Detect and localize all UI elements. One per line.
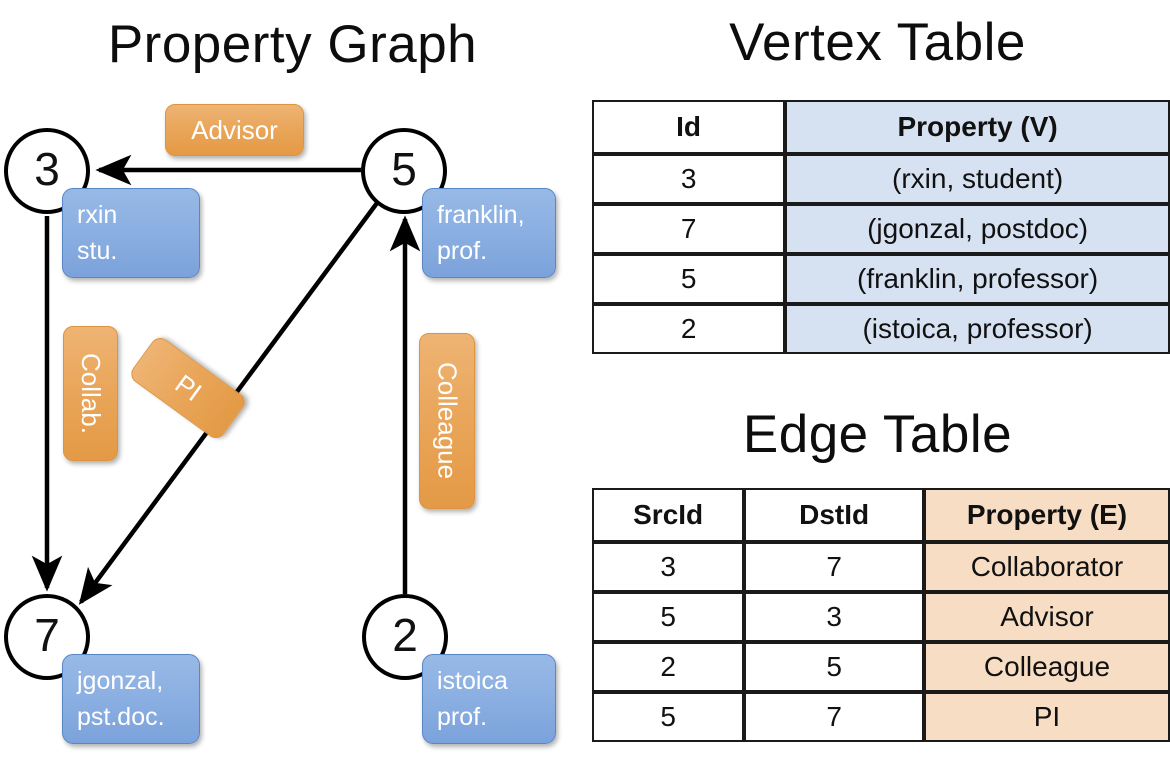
page-title-edge-table: Edge Table	[742, 405, 1013, 464]
edge-table: SrcId DstId Property (E) 3 7 Collaborato…	[592, 488, 1170, 742]
edge-table-header-property: Property (E)	[923, 488, 1170, 542]
vertex-table-header-id: Id	[592, 100, 786, 154]
vertex-cell-property: (istoica, professor)	[785, 304, 1170, 354]
edge-label-advisor-text: Advisor	[191, 114, 278, 145]
edge-cell-src: 2	[592, 642, 745, 692]
edge-label-collab: Collab.	[63, 326, 118, 461]
edge-cell-dst: 7	[744, 692, 924, 742]
edge-cell-src: 5	[592, 592, 745, 642]
graph-node-2[interactable]: 2	[362, 594, 448, 680]
edge-cell-property: Collaborator	[923, 542, 1170, 592]
property-graph-diagram: 3 5 7 2 rxin stu. franklin, prof. jgonza…	[4, 104, 556, 744]
edge-label-pi-text: PI	[169, 368, 208, 407]
page-title-vertex-table: Vertex Table	[729, 13, 1026, 72]
table-row[interactable]: 5 7 PI	[592, 692, 1170, 742]
graph-node-7-label: 7	[34, 609, 60, 661]
vertex-table-header-row: Id Property (V)	[592, 100, 1170, 154]
edge-cell-dst: 7	[744, 542, 924, 592]
edge-label-colleague-text: Colleague	[432, 362, 463, 480]
node-property-jgonzal-line2: pst.doc.	[77, 702, 165, 731]
node-property-jgonzal-line1: jgonzal,	[77, 667, 164, 695]
edge-label-collab-text: Collab.	[76, 353, 106, 434]
edge-table-header-srcid: SrcId	[592, 488, 745, 542]
edge-label-colleague: Colleague	[419, 333, 475, 509]
node-property-box-istoica: istoica prof.	[422, 654, 556, 744]
vertex-cell-property: (jgonzal, postdoc)	[785, 204, 1170, 254]
table-row[interactable]: 7 (jgonzal, postdoc)	[592, 204, 1170, 254]
edge-cell-property: PI	[923, 692, 1170, 742]
node-property-rxin-line1: rxin	[77, 201, 118, 229]
vertex-cell-property: (franklin, professor)	[785, 254, 1170, 304]
vertex-table: Id Property (V) 3 (rxin, student) 7 (jgo…	[592, 100, 1170, 354]
edge-cell-dst: 3	[744, 592, 924, 642]
node-property-istoica-line1: istoica	[437, 667, 508, 695]
vertex-cell-id: 5	[592, 254, 786, 304]
table-row[interactable]: 3 7 Collaborator	[592, 542, 1170, 592]
node-property-franklin-line2: prof.	[437, 236, 488, 265]
edge-cell-property: Advisor	[923, 592, 1170, 642]
node-property-box-franklin: franklin, prof.	[422, 188, 556, 278]
edge-table-header-row: SrcId DstId Property (E)	[592, 488, 1170, 542]
node-property-box-rxin: rxin stu.	[62, 188, 200, 278]
edge-label-advisor: Advisor	[165, 104, 304, 156]
edge-cell-src: 3	[592, 542, 745, 592]
table-row[interactable]: 2 5 Colleague	[592, 642, 1170, 692]
vertex-cell-id: 2	[592, 304, 786, 354]
node-property-box-jgonzal: jgonzal, pst.doc.	[62, 654, 200, 744]
graph-node-3-label: 3	[34, 143, 60, 195]
vertex-cell-id: 7	[592, 204, 786, 254]
table-row[interactable]: 5 3 Advisor	[592, 592, 1170, 642]
edge-cell-dst: 5	[744, 642, 924, 692]
vertex-cell-id: 3	[592, 154, 786, 204]
table-row[interactable]: 5 (franklin, professor)	[592, 254, 1170, 304]
node-property-istoica-line2: prof.	[437, 702, 488, 731]
graph-node-5-label: 5	[391, 143, 417, 195]
graph-node-2-label: 2	[392, 609, 418, 661]
edge-cell-property: Colleague	[923, 642, 1170, 692]
page-title-property-graph: Property Graph	[107, 15, 478, 74]
table-row[interactable]: 2 (istoica, professor)	[592, 304, 1170, 354]
node-property-rxin-line2: stu.	[77, 236, 118, 265]
vertex-cell-property: (rxin, student)	[785, 154, 1170, 204]
vertex-table-header-property: Property (V)	[785, 100, 1170, 154]
edge-cell-src: 5	[592, 692, 745, 742]
graph-node-5[interactable]: 5	[361, 128, 447, 214]
table-row[interactable]: 3 (rxin, student)	[592, 154, 1170, 204]
edge-table-header-dstid: DstId	[744, 488, 924, 542]
node-property-franklin-line1: franklin,	[437, 201, 525, 229]
